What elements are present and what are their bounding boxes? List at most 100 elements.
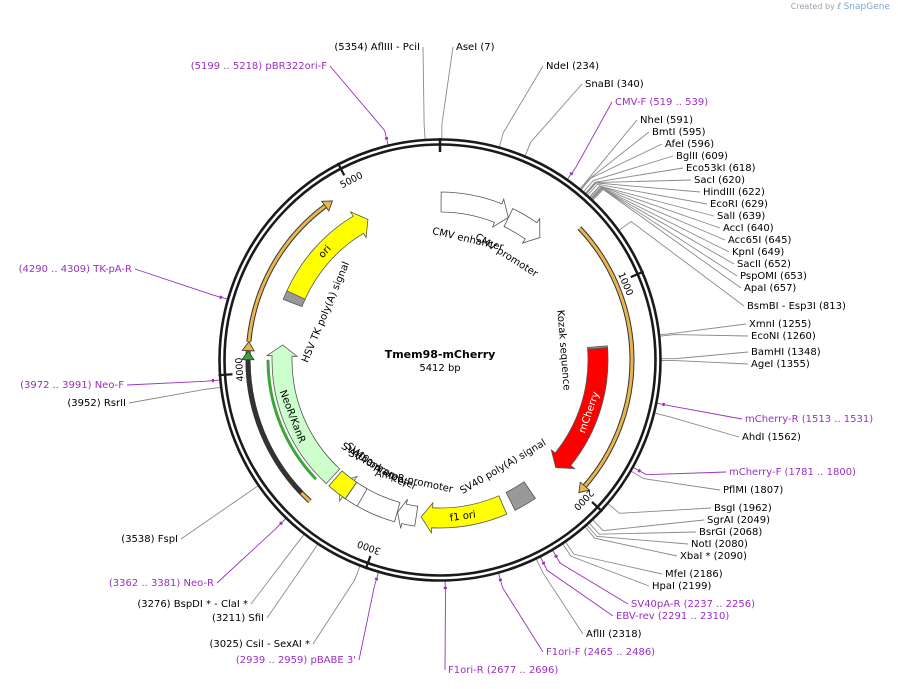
enzyme-label: BsrGI (2068) — [699, 527, 762, 538]
primer-leader-line — [566, 101, 613, 181]
orf-outline — [245, 359, 304, 495]
enzyme-label: BamHI (1348) — [751, 347, 821, 358]
primer-label: SV40pA-R (2237 .. 2256) — [631, 599, 755, 610]
enzyme-label: (5354) AflIII - PciI — [334, 42, 420, 53]
enzyme-label: SnaBI (340) — [585, 79, 644, 90]
enzyme-label: XbaI * (2090) — [680, 551, 747, 562]
enzyme-leader-line — [561, 542, 650, 587]
snapgene-logo-icon: ℓ — [837, 2, 842, 12]
enzyme-label: BglII (609) — [676, 151, 728, 162]
primer-binding-marker — [569, 171, 574, 176]
enzyme-label: NotI (2080) — [691, 539, 748, 550]
primer-label: F1ori-R (2677 .. 2696) — [448, 665, 558, 676]
primer-binding-marker — [219, 295, 223, 300]
feature-ori — [285, 211, 369, 302]
enzyme-leader-line — [498, 65, 544, 149]
enzyme-label: (3952) RsrII — [67, 398, 126, 409]
enzyme-label: BsgI (1962) — [714, 503, 772, 514]
enzyme-leader-line — [441, 46, 454, 141]
enzyme-label: (3538) FspI — [121, 534, 178, 545]
primer-leader-line — [551, 549, 629, 605]
primer-leader-line — [216, 517, 287, 584]
feature-f1-ori — [420, 495, 508, 535]
enzyme-leader-line — [422, 46, 426, 141]
enzyme-leader-line — [658, 334, 749, 337]
enzyme-label: AseI (7) — [456, 42, 495, 53]
primer-label: F1ori-F (2465 .. 2486) — [546, 647, 655, 658]
primer-leader-line — [632, 466, 727, 476]
enzyme-leader-line — [586, 183, 708, 205]
scale-tick-4000 — [218, 373, 233, 377]
feature-cmv-enhancer — [440, 191, 509, 229]
enzyme-leader-line — [588, 522, 697, 535]
enzyme-label: HpaI (2199) — [652, 581, 711, 592]
leader-lines — [126, 46, 749, 671]
enzyme-leader-line — [588, 185, 721, 229]
brand-name: SnapGene — [843, 2, 890, 12]
enzyme-leader-line — [591, 518, 705, 532]
primer-label: CMV-F (519 .. 539) — [615, 97, 708, 108]
enzyme-label: XmnI (1255) — [749, 319, 811, 330]
enzyme-label: ApaI (657) — [744, 283, 796, 294]
enzyme-label: PspOMI (653) — [740, 271, 807, 282]
scale-tick-1000 — [630, 270, 645, 279]
enzyme-leader-line — [312, 564, 361, 645]
primer-leader-line — [329, 65, 389, 147]
plasmid-length: 5412 bp — [419, 363, 460, 374]
enzyme-leader-line — [590, 188, 738, 277]
enzyme-label: NdeI (234) — [546, 61, 599, 72]
enzyme-leader-line — [585, 182, 701, 196]
enzyme-label: NheI (591) — [640, 115, 693, 126]
snapgene-credit: Created by ℓ SnapGene — [791, 2, 890, 12]
scale-tick-2000 — [591, 501, 604, 513]
feature-sv40-ori — [328, 470, 358, 500]
enzyme-label: AccI (640) — [723, 223, 774, 234]
plasmid-center-title: Tmem98-mCherry 5412 bp — [385, 348, 496, 374]
enzyme-label: (3211) SfiI — [212, 613, 264, 624]
primer-binding-marker — [374, 577, 379, 581]
enzyme-label: (3025) CsiI - SexAI * — [209, 639, 310, 650]
enzyme-leader-line — [617, 220, 745, 307]
enzyme-label: KpnI (649) — [732, 247, 784, 258]
orf-arrowhead — [320, 200, 334, 212]
enzyme-leader-line — [582, 155, 674, 194]
enzyme-leader-line — [580, 143, 663, 191]
scale-tick-5000 — [336, 162, 346, 176]
enzyme-leader-line — [591, 188, 742, 289]
primer-label: EBV-rev (2291 .. 2310) — [616, 611, 729, 622]
feature-neor-kanr — [265, 344, 341, 485]
enzyme-label: Eco53kI (618) — [686, 163, 756, 174]
primer-leader-line — [358, 571, 380, 661]
enzyme-label: AflII (2318) — [586, 629, 642, 640]
primer-binding-marker — [662, 402, 666, 407]
enzyme-leader-line — [629, 470, 721, 491]
enzyme-label: AhdI (1562) — [742, 432, 801, 443]
orf-arrowhead — [241, 341, 255, 352]
enzyme-label: SgrAI (2049) — [707, 515, 770, 526]
enzyme-leader-line — [590, 187, 730, 253]
enzyme-label: SacI (620) — [694, 175, 745, 186]
feature-mcherry — [550, 347, 609, 470]
primer-binding-marker — [498, 578, 503, 582]
enzyme-leader-line — [659, 360, 749, 365]
enzyme-leader-line — [584, 179, 692, 195]
enzyme-leader-line — [535, 557, 584, 635]
primer-binding-marker — [384, 136, 389, 140]
enzyme-leader-line — [564, 540, 663, 575]
primer-label: (3972 .. 3991) Neo-F — [20, 380, 124, 391]
primer-binding-marker — [279, 521, 283, 526]
enzyme-leader-line — [524, 83, 583, 158]
enzyme-label: AgeI (1355) — [751, 359, 810, 370]
scale-tick-label-4000: 4000 — [234, 357, 247, 382]
orf-arc — [266, 359, 318, 481]
enzyme-leader-line — [266, 543, 319, 619]
primer-label: mCherry-F (1781 .. 1800) — [729, 467, 856, 478]
enzyme-leader-line — [128, 386, 222, 404]
created-by-text: Created by — [790, 2, 835, 11]
orf-arrowhead — [578, 481, 591, 494]
enzyme-leader-line — [653, 412, 740, 438]
feature-ampr-promoter — [397, 499, 419, 529]
primer-leader-line — [134, 268, 229, 300]
